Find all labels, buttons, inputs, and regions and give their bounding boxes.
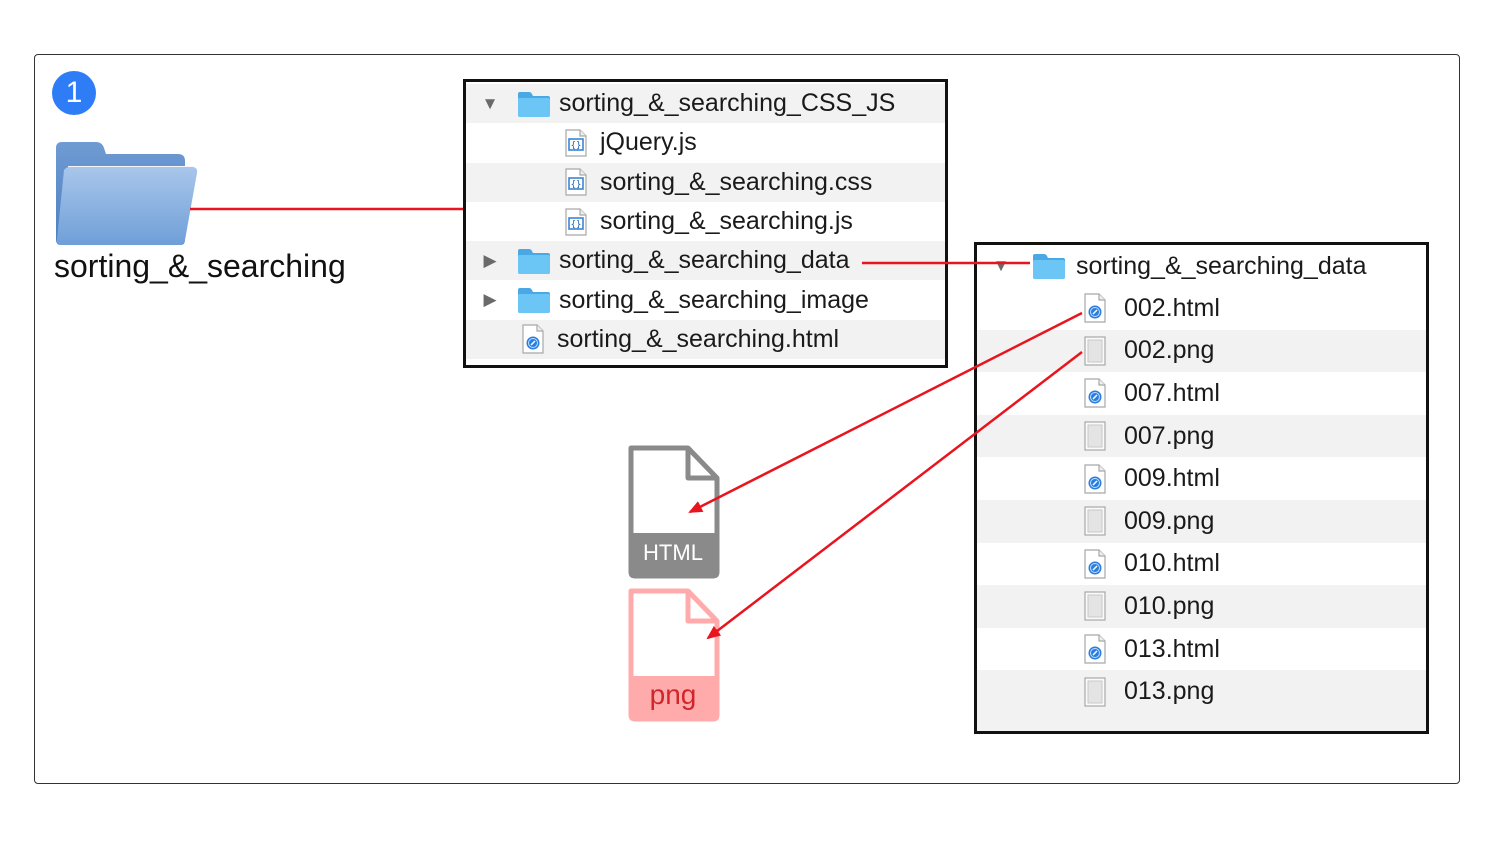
folder-icon <box>518 91 550 117</box>
script-file-icon: {} <box>565 129 587 157</box>
tree-row[interactable]: ▶ sorting_&_searching_image <box>466 281 945 320</box>
data-folder-panel: ▼ sorting_&_searching_data 002.html 002.png… <box>974 242 1429 734</box>
file-row-label: 010.png <box>1124 591 1215 620</box>
html-file-type-label: HTML <box>643 540 703 565</box>
html-file-icon <box>1084 464 1106 494</box>
image-file-icon <box>1084 506 1106 536</box>
tree-row[interactable]: {} jQuery.js <box>466 123 945 162</box>
tree-row-label: sorting_&_searching.html <box>557 324 840 353</box>
data-folder-header-row[interactable]: ▼ sorting_&_searching_data <box>977 246 1426 286</box>
html-file-icon <box>1084 549 1106 579</box>
image-file-icon <box>1084 677 1106 707</box>
script-file-icon: {} <box>565 207 587 236</box>
image-file-icon <box>1084 591 1106 622</box>
disclosure-collapsed-icon[interactable]: ▶ <box>483 290 497 310</box>
data-folder-label: sorting_&_searching_data <box>1076 251 1367 280</box>
svg-text:{}: {} <box>571 180 582 190</box>
folder-icon <box>1033 254 1065 279</box>
file-row[interactable]: 002.html <box>977 287 1426 330</box>
html-file-type-icon: HTML <box>626 445 720 579</box>
file-row-label: 002.html <box>1124 293 1220 322</box>
tree-row-label: sorting_&_searching_CSS_JS <box>559 89 896 118</box>
png-file-type-icon: png <box>626 588 720 722</box>
image-file-icon <box>1084 336 1106 366</box>
tree-row-label: sorting_&_searching_image <box>559 285 869 314</box>
png-file-type-label: png <box>649 679 697 710</box>
folder-icon <box>518 248 550 274</box>
svg-text:{}: {} <box>571 141 582 151</box>
script-file-icon: {} <box>565 168 587 196</box>
file-row-label: 013.png <box>1124 677 1215 706</box>
file-row[interactable]: 013.html <box>977 628 1426 671</box>
file-row[interactable]: 010.html <box>977 543 1426 586</box>
file-row[interactable]: 002.png <box>977 329 1426 373</box>
file-row-label: 013.html <box>1124 634 1220 663</box>
root-folder-label: sorting_&_searching <box>54 248 346 284</box>
html-file-icon <box>1084 293 1106 323</box>
file-row-label: 007.html <box>1124 378 1220 407</box>
root-folder-icon[interactable] <box>54 140 200 248</box>
tree-row[interactable]: ▶ sorting_&_searching_data <box>466 241 945 281</box>
file-row[interactable]: 007.html <box>977 372 1426 415</box>
tree-row[interactable]: sorting_&_searching.html <box>466 319 945 360</box>
tree-row-label: sorting_&_searching.css <box>600 167 873 196</box>
html-file-icon <box>1084 378 1106 409</box>
svg-text:{}: {} <box>571 220 582 230</box>
folder-tree-panel: ▼sorting_&_searching_CSS_JS{}jQuery.js{}… <box>463 79 948 368</box>
disclosure-expanded-icon[interactable]: ▼ <box>481 93 499 113</box>
html-file-icon <box>1084 634 1106 664</box>
file-row-label: 009.html <box>1124 464 1220 493</box>
file-row[interactable]: 009.html <box>977 457 1426 500</box>
image-file-icon <box>1084 421 1106 451</box>
file-row-label: 007.png <box>1124 421 1215 450</box>
file-row[interactable]: 010.png <box>977 585 1426 628</box>
file-row-cutoff <box>977 713 1426 731</box>
tree-row[interactable]: {} sorting_&_searching.css <box>466 162 945 202</box>
step-number-badge: 1 <box>52 71 96 115</box>
file-row-label: 002.png <box>1124 336 1215 365</box>
file-row[interactable]: 009.png <box>977 500 1426 543</box>
tree-row-label: sorting_&_searching.js <box>600 207 853 236</box>
file-row-label: 009.png <box>1124 506 1215 535</box>
html-file-icon <box>522 324 544 355</box>
disclosure-collapsed-icon[interactable]: ▶ <box>483 250 497 270</box>
file-row[interactable]: 013.png <box>977 670 1426 713</box>
file-row[interactable]: 007.png <box>977 414 1426 458</box>
tree-row[interactable]: {} sorting_&_searching.js <box>466 202 945 241</box>
tree-row-label: jQuery.js <box>600 128 697 157</box>
file-row-label: 010.html <box>1124 549 1220 578</box>
disclosure-expanded-icon[interactable]: ▼ <box>992 256 1010 275</box>
tree-row[interactable]: ▼ sorting_&_searching_CSS_JS <box>466 84 945 124</box>
tree-row-label: sorting_&_searching_data <box>559 246 850 275</box>
folder-icon <box>518 288 550 314</box>
